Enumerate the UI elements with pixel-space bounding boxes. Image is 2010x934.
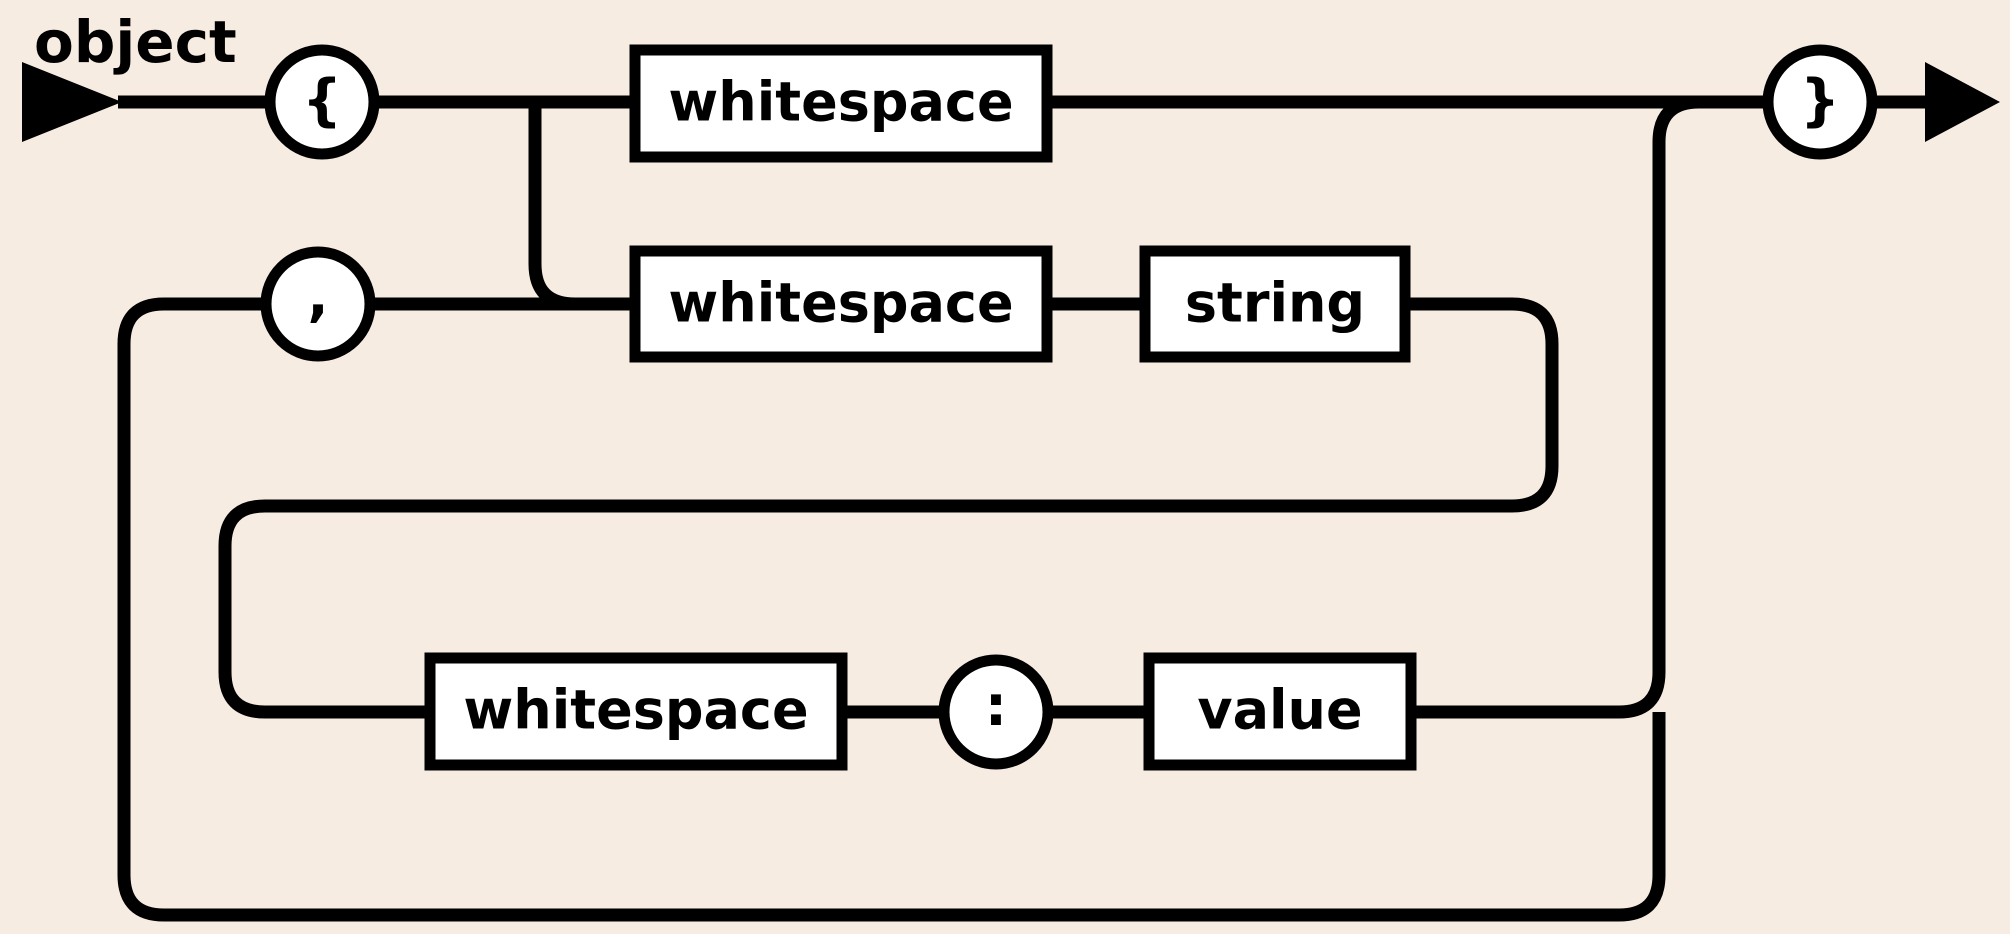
node-close-brace[interactable]: } — [1762, 44, 1878, 160]
node-whitespace-bottom-label: whitespace — [463, 679, 808, 742]
node-whitespace-top-label: whitespace — [668, 71, 1013, 134]
node-open-brace-label: { — [302, 68, 342, 133]
node-whitespace-bottom[interactable]: whitespace — [424, 652, 848, 771]
node-open-brace[interactable]: { — [264, 44, 380, 160]
node-comma-label: , — [307, 264, 328, 329]
diagram-title: object — [34, 8, 237, 76]
node-whitespace-middle-label: whitespace — [668, 272, 1013, 335]
node-whitespace-top[interactable]: whitespace — [629, 44, 1053, 163]
start-arrow-icon — [22, 62, 122, 142]
node-value-label: value — [1197, 679, 1362, 742]
node-colon[interactable]: : — [938, 654, 1054, 770]
node-string[interactable]: string — [1139, 245, 1411, 363]
node-string-label: string — [1185, 272, 1365, 335]
end-arrow-icon — [1925, 62, 2000, 142]
node-close-brace-label: } — [1800, 68, 1840, 133]
node-comma[interactable]: , — [260, 246, 376, 362]
node-colon-label: : — [985, 674, 1007, 739]
rail-string-out-loop — [218, 297, 1559, 719]
rail-outer-return-right — [117, 297, 1666, 922]
node-value[interactable]: value — [1143, 652, 1417, 771]
rail-brace-branch-down — [528, 102, 635, 311]
node-whitespace-middle[interactable]: whitespace — [629, 245, 1053, 363]
rail-value-out — [1411, 95, 1700, 719]
